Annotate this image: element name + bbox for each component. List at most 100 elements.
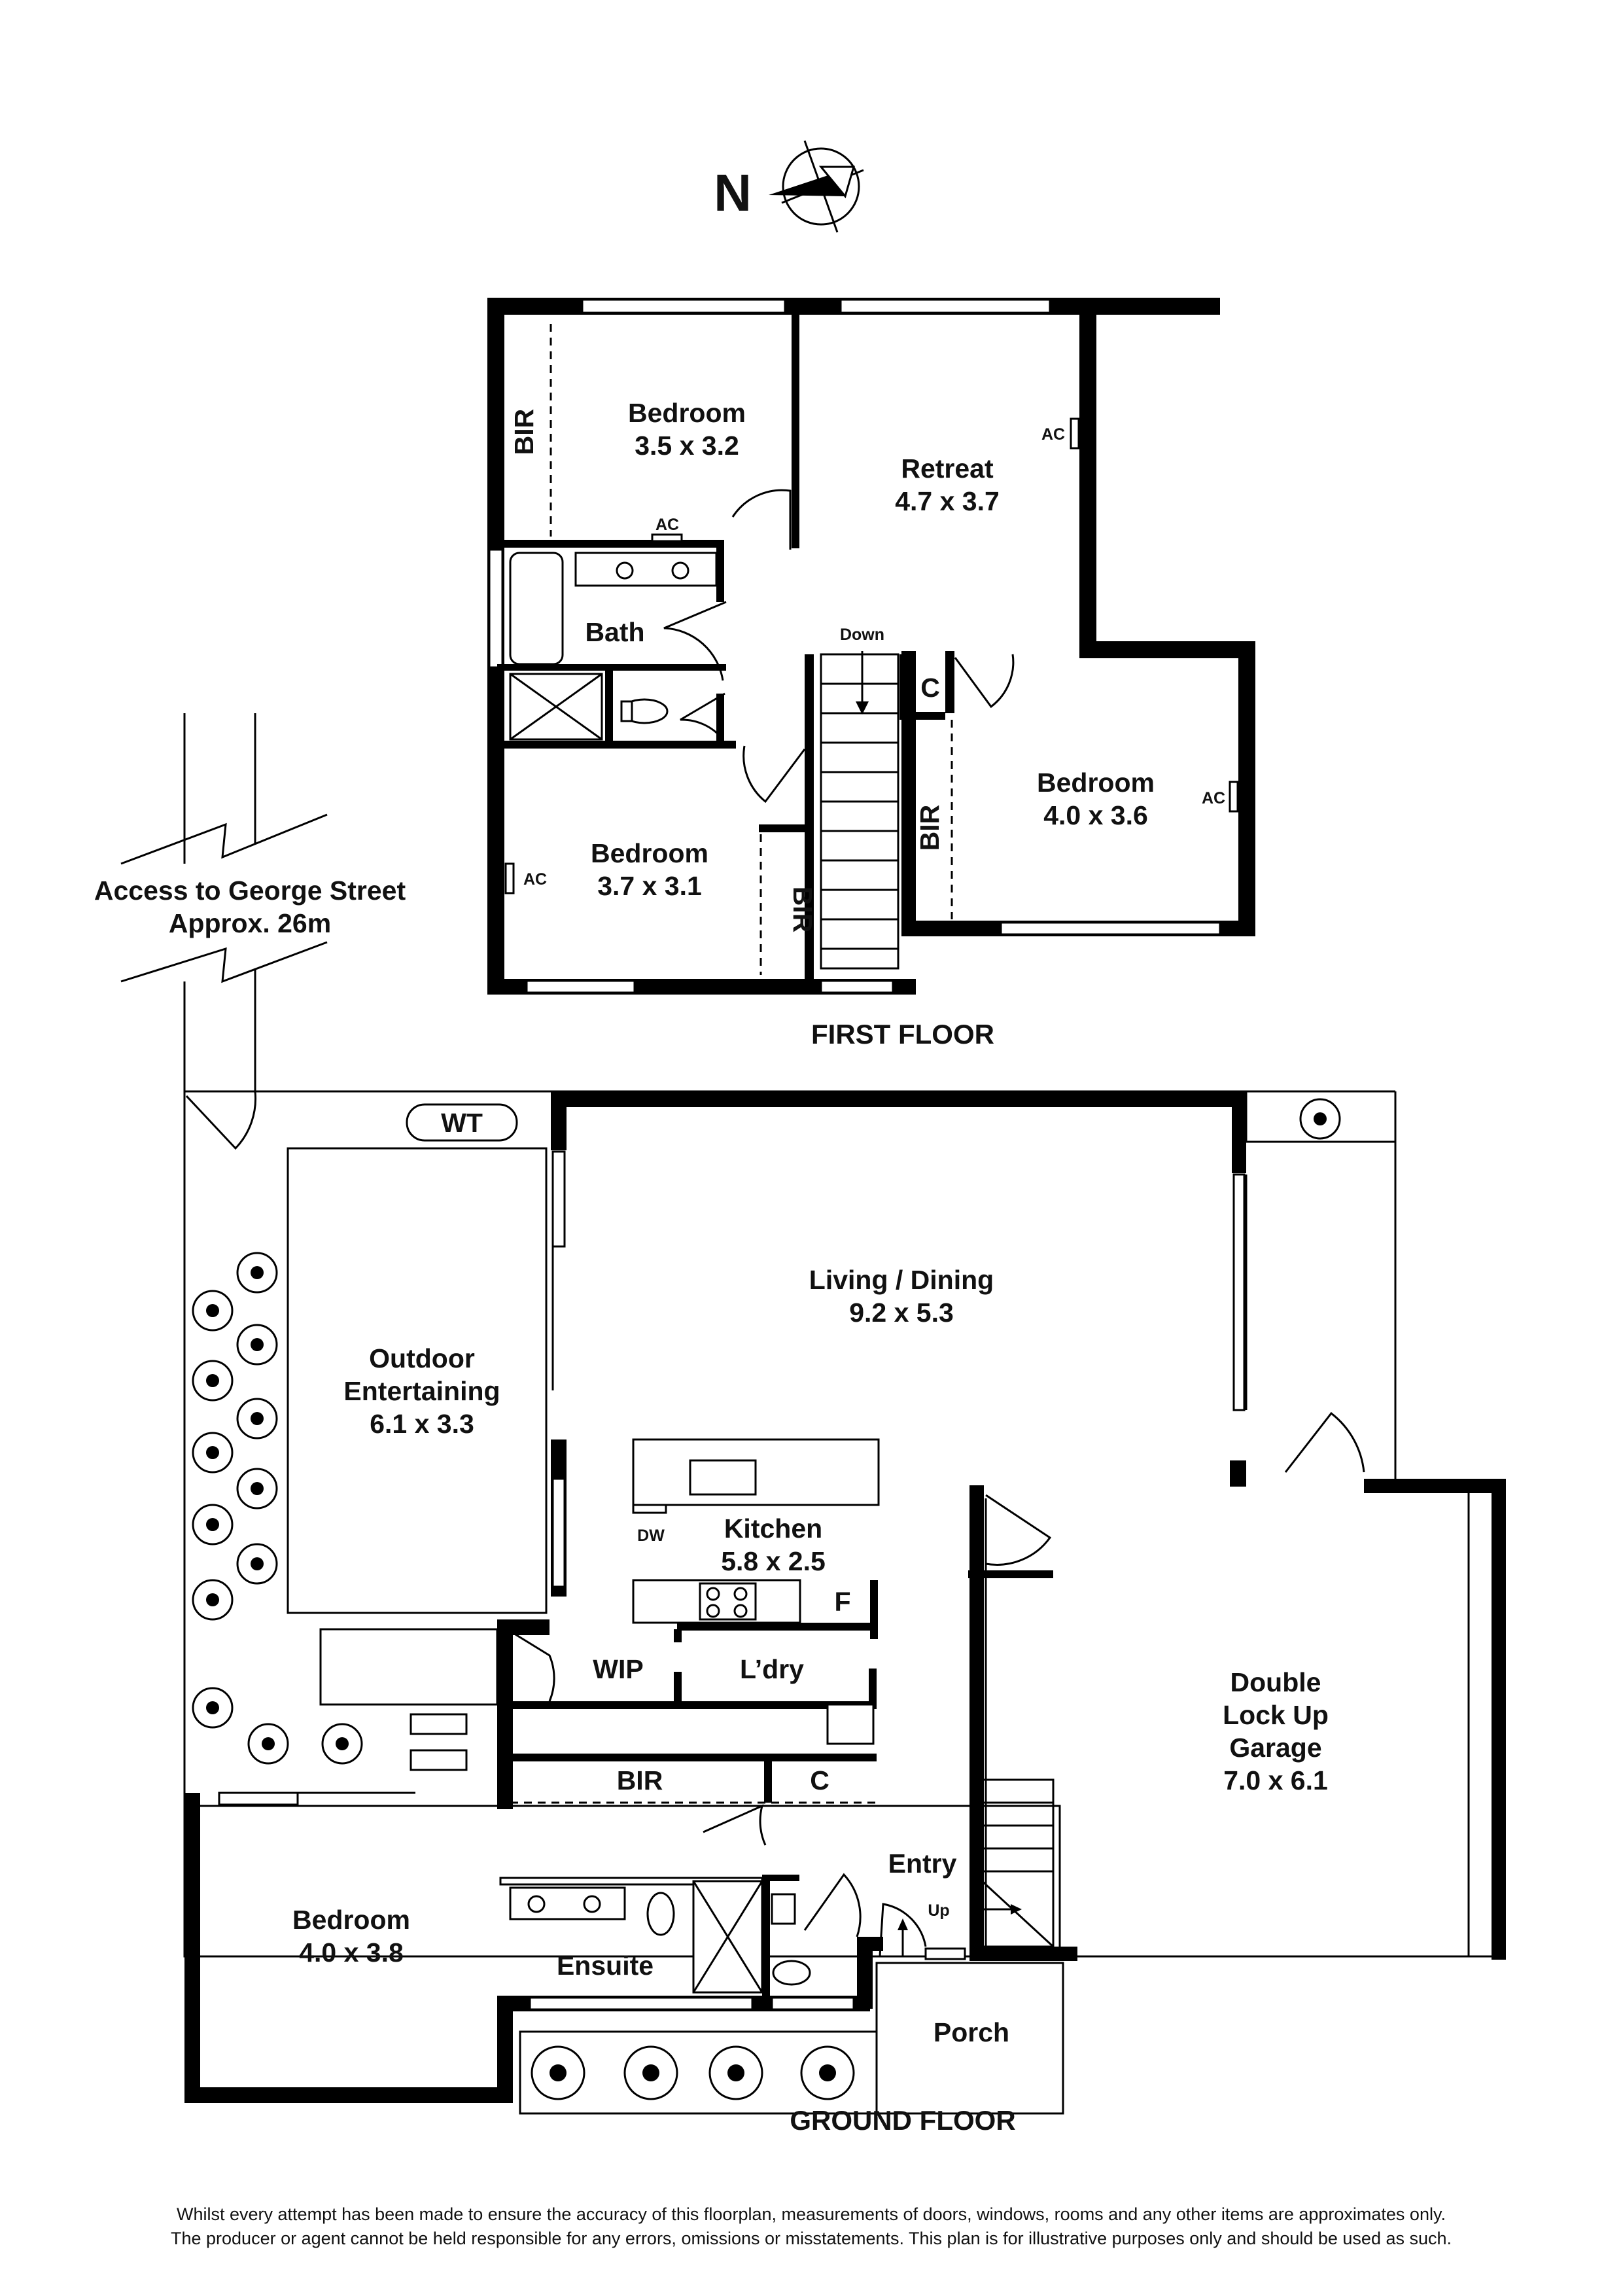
wall xyxy=(184,2087,512,2103)
tree-icon xyxy=(247,1723,289,1765)
tree-icon xyxy=(236,1398,278,1439)
wall xyxy=(674,1629,682,1642)
wall xyxy=(1232,1091,1246,1173)
wall xyxy=(716,694,724,743)
wall xyxy=(551,1091,567,1150)
wall xyxy=(497,1996,513,2103)
window xyxy=(839,298,1051,314)
ac-unit-icon xyxy=(1229,781,1239,813)
ac-unit-icon xyxy=(504,862,515,894)
room-size: 3.7 x 3.1 xyxy=(597,871,702,901)
basin-icon xyxy=(771,1893,796,1925)
ac-label: AC xyxy=(655,516,679,534)
bir-label: BIR xyxy=(509,409,539,455)
tree-icon xyxy=(192,1504,234,1545)
wall xyxy=(1079,641,1253,658)
window xyxy=(581,298,786,314)
room-name: Garage xyxy=(1229,1733,1321,1763)
disclaimer-line2: The producer or agent cannot be held res… xyxy=(171,2229,1452,2248)
sink-icon xyxy=(689,1459,757,1496)
access-note-line1: Access to George Street xyxy=(94,875,406,906)
wall xyxy=(792,306,799,548)
garage-door xyxy=(1284,1411,1365,1473)
wall xyxy=(1492,1479,1506,1960)
wall xyxy=(674,1672,682,1708)
window xyxy=(820,980,894,994)
water-tank xyxy=(406,1103,518,1142)
window xyxy=(1232,1173,1246,1411)
room-size: 4.0 x 3.8 xyxy=(299,1937,404,1968)
ground-floor-label: GROUND FLOOR xyxy=(790,2105,1015,2136)
wall xyxy=(1238,641,1255,936)
window xyxy=(525,980,636,994)
room-name: Retreat xyxy=(901,453,994,484)
tree-icon xyxy=(192,1360,234,1402)
wall xyxy=(869,1669,877,1708)
room-size: 7.0 x 6.1 xyxy=(1223,1765,1328,1795)
wall xyxy=(762,1875,770,2005)
room-name: Ensuite xyxy=(557,1951,654,1981)
first-floor-label: FIRST FLOOR xyxy=(811,1019,994,1050)
stairs-up-label: Up xyxy=(928,1901,949,1920)
tree-icon xyxy=(236,1252,278,1294)
ac-label: AC xyxy=(523,870,547,889)
wall xyxy=(1364,1479,1506,1493)
compass-rose-icon xyxy=(769,140,864,233)
bir-label: BIR xyxy=(617,1765,663,1795)
window xyxy=(551,1477,566,1588)
ground-floor-plan: Living / Dining 9.2 x 5.3 Outdoor Entert… xyxy=(183,1090,1506,2136)
toilet-cistern xyxy=(620,700,633,722)
door xyxy=(703,1804,767,1846)
window xyxy=(551,1150,566,1248)
tree-icon xyxy=(236,1468,278,1510)
room-name: Living / Dining xyxy=(809,1265,994,1295)
bir-label: BIR xyxy=(915,805,945,851)
door xyxy=(663,601,727,681)
fridge-label: F xyxy=(834,1587,850,1617)
wip-label: WIP xyxy=(593,1654,643,1684)
tree-icon xyxy=(531,2045,585,2100)
door xyxy=(985,1494,1052,1566)
wall xyxy=(899,654,907,713)
wall xyxy=(497,741,736,749)
room-name: Double xyxy=(1230,1667,1321,1697)
window xyxy=(488,548,504,669)
garage-floor xyxy=(985,1498,1492,1958)
room-name: Lock Up xyxy=(1223,1700,1329,1730)
room-name: Porch xyxy=(934,2017,1009,2047)
wall xyxy=(857,1937,883,1951)
wall xyxy=(605,667,613,746)
wall xyxy=(497,1619,513,1809)
room-name: Entry xyxy=(888,1848,957,1879)
tree-icon xyxy=(1299,1098,1341,1140)
access-note-line2: Approx. 26m xyxy=(169,908,331,938)
room-name: Bedroom xyxy=(1037,768,1155,798)
door xyxy=(803,1873,862,1937)
wall xyxy=(899,712,945,720)
north-letter: N xyxy=(714,164,752,222)
staircase xyxy=(970,1778,1055,1948)
wall xyxy=(1230,1460,1246,1487)
first-floor-plan: Bedroom 3.5 x 3.2 Retreat 4.7 x 3.7 Bath… xyxy=(487,298,1255,1050)
ac-label: AC xyxy=(1041,425,1065,444)
wall xyxy=(497,540,723,548)
wall xyxy=(901,651,916,929)
disclaimer-line1: Whilst every attempt has been made to en… xyxy=(177,2204,1446,2224)
room-name: Bedroom xyxy=(628,398,746,428)
wall xyxy=(969,1485,984,1960)
ac-label: AC xyxy=(1202,789,1225,807)
window xyxy=(529,1996,754,2011)
basin-icon xyxy=(671,561,689,580)
wall xyxy=(870,1580,878,1639)
wall xyxy=(497,1701,877,1709)
wall xyxy=(551,1091,1246,1107)
outdoor-deck xyxy=(287,1147,548,1614)
door xyxy=(731,489,792,550)
tree-icon xyxy=(192,1687,234,1729)
tree-icon xyxy=(192,1579,234,1621)
ac-unit-icon xyxy=(1070,417,1080,450)
vanity-icon xyxy=(574,552,718,587)
tree-icon xyxy=(623,2045,678,2100)
room-name: Outdoor xyxy=(369,1343,475,1373)
